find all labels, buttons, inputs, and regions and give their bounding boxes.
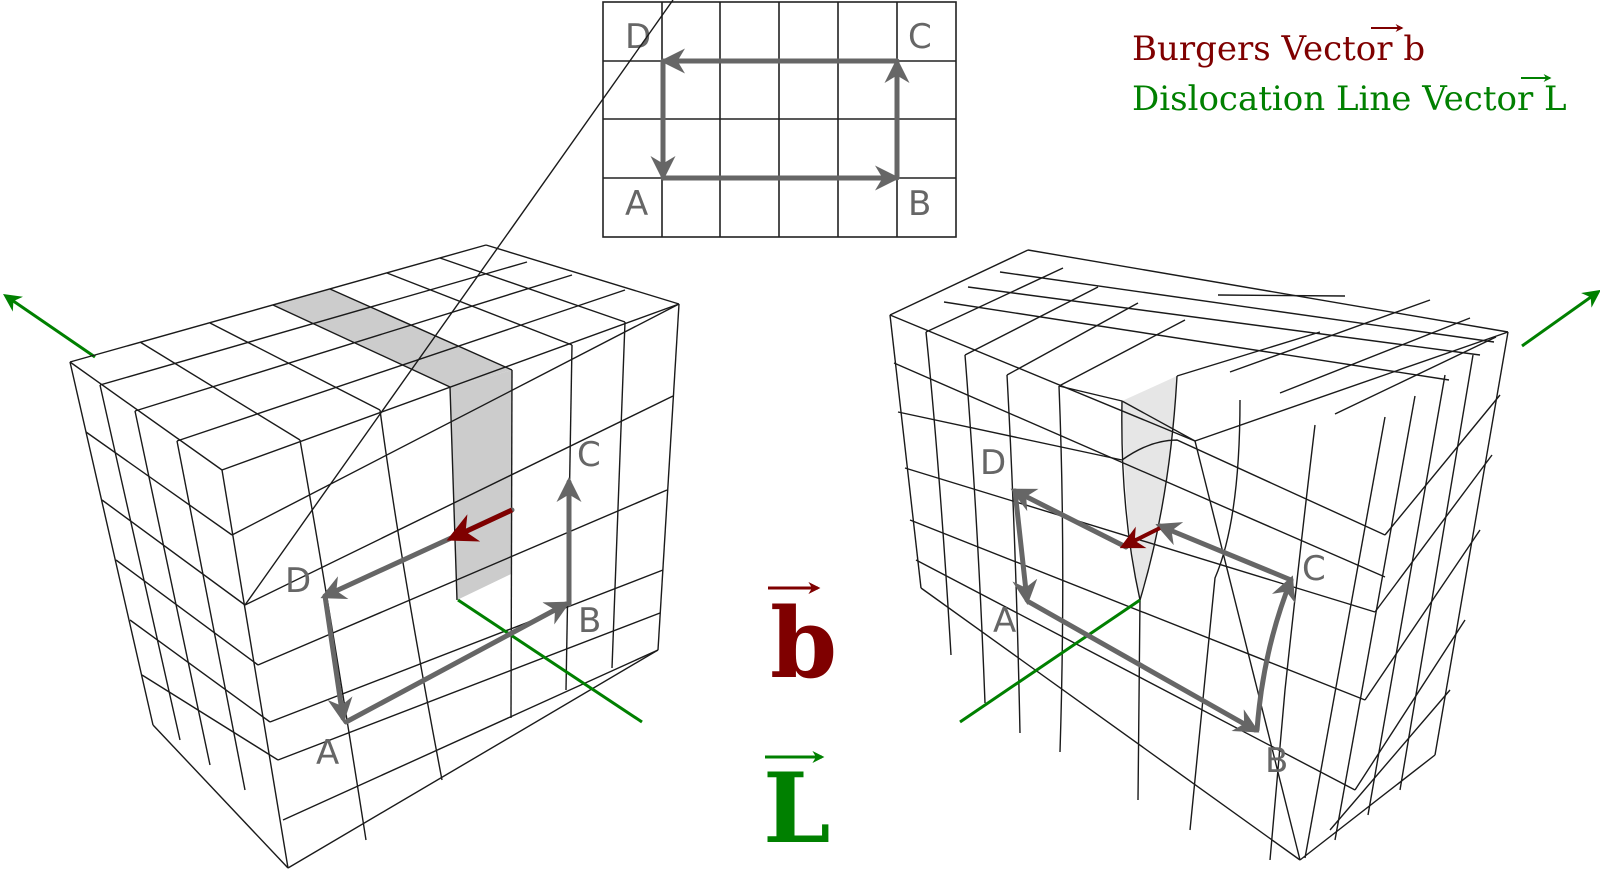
legend-line-vector: Dislocation Line Vector L (1132, 79, 1567, 119)
burgers-vector-symbol: b (768, 582, 837, 700)
burgers-symbol-letter: b (770, 587, 837, 700)
left-line-vector-arrow (3, 293, 96, 359)
left-label-d: D (285, 561, 311, 601)
right-label-d: D (980, 443, 1006, 483)
right-burgers-vector-arrow (1119, 526, 1161, 549)
left-shaded-front (450, 370, 512, 600)
ref-label-a: A (625, 184, 648, 224)
left-label-a: A (316, 733, 339, 773)
left-crystal: C D B A (3, 0, 680, 869)
right-label-c: C (1302, 549, 1326, 589)
ref-label-b: B (908, 184, 931, 224)
legend-burgers-vector: Burgers Vector b (1132, 29, 1425, 69)
left-label-c: C (577, 435, 601, 475)
reference-circuit (650, 48, 910, 191)
legend: Burgers Vector b Dislocation Line Vector… (1132, 24, 1567, 119)
line-vector-symbol: L (763, 751, 831, 865)
reference-grid (602, 1, 957, 238)
left-label-b: B (578, 601, 601, 641)
ref-label-c: C (908, 17, 932, 57)
right-line-vector-arrow (1521, 289, 1600, 348)
right-crystal: D C A B (889, 249, 1600, 861)
left-dislocation-line (457, 598, 643, 724)
line-symbol-letter: L (763, 752, 831, 865)
left-burgers-vector-arrow (446, 507, 514, 542)
left-shaded-top (273, 289, 512, 387)
right-dislocation-line (959, 598, 1141, 724)
right-label-b: B (1265, 741, 1288, 781)
right-label-a: A (993, 601, 1016, 641)
